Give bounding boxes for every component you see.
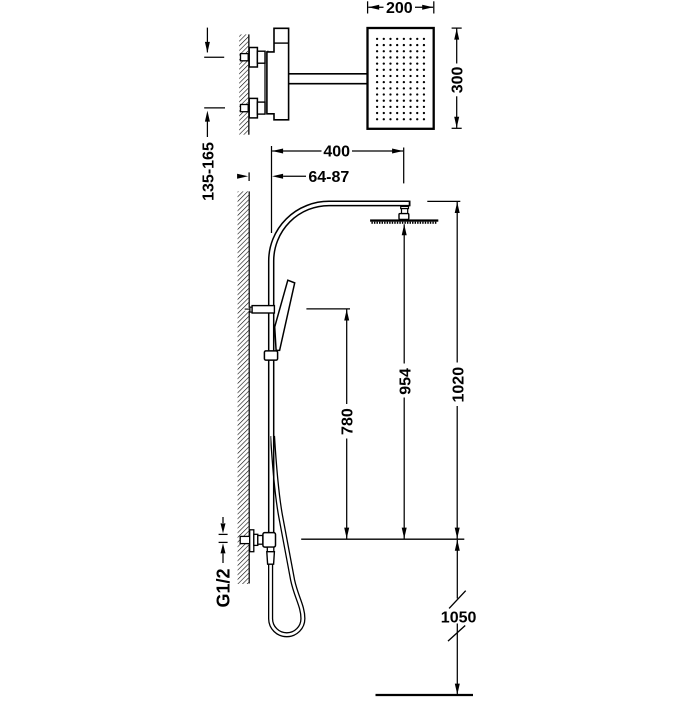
svg-text:780: 780 [340,408,357,435]
svg-text:1050: 1050 [441,609,477,626]
svg-text:1020: 1020 [450,367,467,403]
svg-text:300: 300 [450,66,467,93]
svg-text:954: 954 [397,368,414,395]
svg-text:200: 200 [386,0,413,17]
svg-text:135-165: 135-165 [201,142,218,201]
svg-text:400: 400 [323,144,350,161]
svg-text:64-87: 64-87 [308,169,349,186]
svg-text:G1/2: G1/2 [214,568,234,607]
